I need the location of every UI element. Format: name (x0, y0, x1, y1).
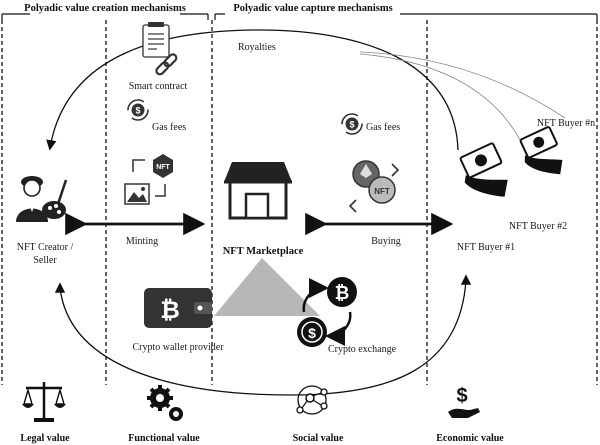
minting-label: Minting (126, 236, 158, 247)
svg-text:$: $ (456, 385, 467, 407)
crypto-exchange-icon: ₿ $ (297, 277, 357, 347)
gas-fees-right-label: Gas fees (366, 122, 400, 133)
buyer-2-label: NFT Buyer #2 (509, 221, 567, 232)
royalties-arc (46, 29, 459, 151)
wallet-provider-label: Crypto wallet provider (132, 342, 224, 353)
scales-icon (22, 382, 66, 422)
svg-text:$: $ (349, 120, 354, 130)
buyer-1-label: NFT Buyer #1 (457, 242, 515, 253)
hand-money-icon-buyer-1 (459, 142, 508, 197)
functional-value-label: Functional value (128, 433, 200, 444)
contract-chain-icon (142, 22, 178, 76)
hand-money-icon-buyer-2 (519, 126, 563, 175)
royalties-label: Royalties (238, 42, 276, 53)
capture-header-text: Polyadic value capture mechanisms (233, 3, 392, 14)
buying-label: Buying (371, 236, 400, 247)
smart-contract-label: Smart contract (129, 81, 188, 92)
svg-text:$: $ (308, 325, 316, 341)
social-value-label: Social value (293, 433, 344, 444)
gears-icon (147, 385, 183, 421)
svg-text:NFT: NFT (156, 164, 170, 171)
capture-header: Polyadic value capture mechanisms (214, 2, 598, 20)
crypto-exchange-label: Crypto exchange (328, 344, 397, 355)
storefront-icon (224, 162, 292, 220)
svg-text:₿: ₿ (160, 297, 180, 324)
crypto-coins-icon: NFT (348, 160, 400, 213)
network-icon (296, 385, 328, 415)
royalty-line-buyer-2 (359, 53, 521, 141)
svg-text:$: $ (135, 106, 140, 116)
svg-text:₿: ₿ (335, 283, 350, 303)
marketplace-cone (214, 258, 320, 316)
creation-header-text: Polyadic value creation mechanisms (24, 3, 186, 14)
artist-icon (16, 176, 68, 222)
royalty-line-buyer-n (359, 51, 566, 119)
gas-fees-left-label: Gas fees (152, 122, 186, 133)
buyer-n-label: NFT Buyer #n (537, 118, 595, 129)
bitcoin-wallet-icon: ₿ (144, 288, 212, 328)
svg-text:NFT: NFT (374, 187, 390, 196)
gas-fees-right-icon: $ (341, 113, 363, 135)
creator-label-line1: NFT Creator / (17, 242, 74, 253)
hand-dollar-icon: $ (448, 385, 480, 418)
marketplace-label: NFT Marketplace (223, 246, 304, 257)
creator-label-line2: Seller (33, 255, 57, 266)
legal-value-label: Legal value (20, 433, 70, 444)
nft-token-icon: NFT (124, 154, 173, 205)
creation-header: Polyadic value creation mechanisms (1, 2, 209, 20)
bottom-arc (59, 279, 467, 396)
economic-value-label: Economic value (436, 433, 504, 444)
gas-fees-left-icon: $ (127, 99, 149, 121)
